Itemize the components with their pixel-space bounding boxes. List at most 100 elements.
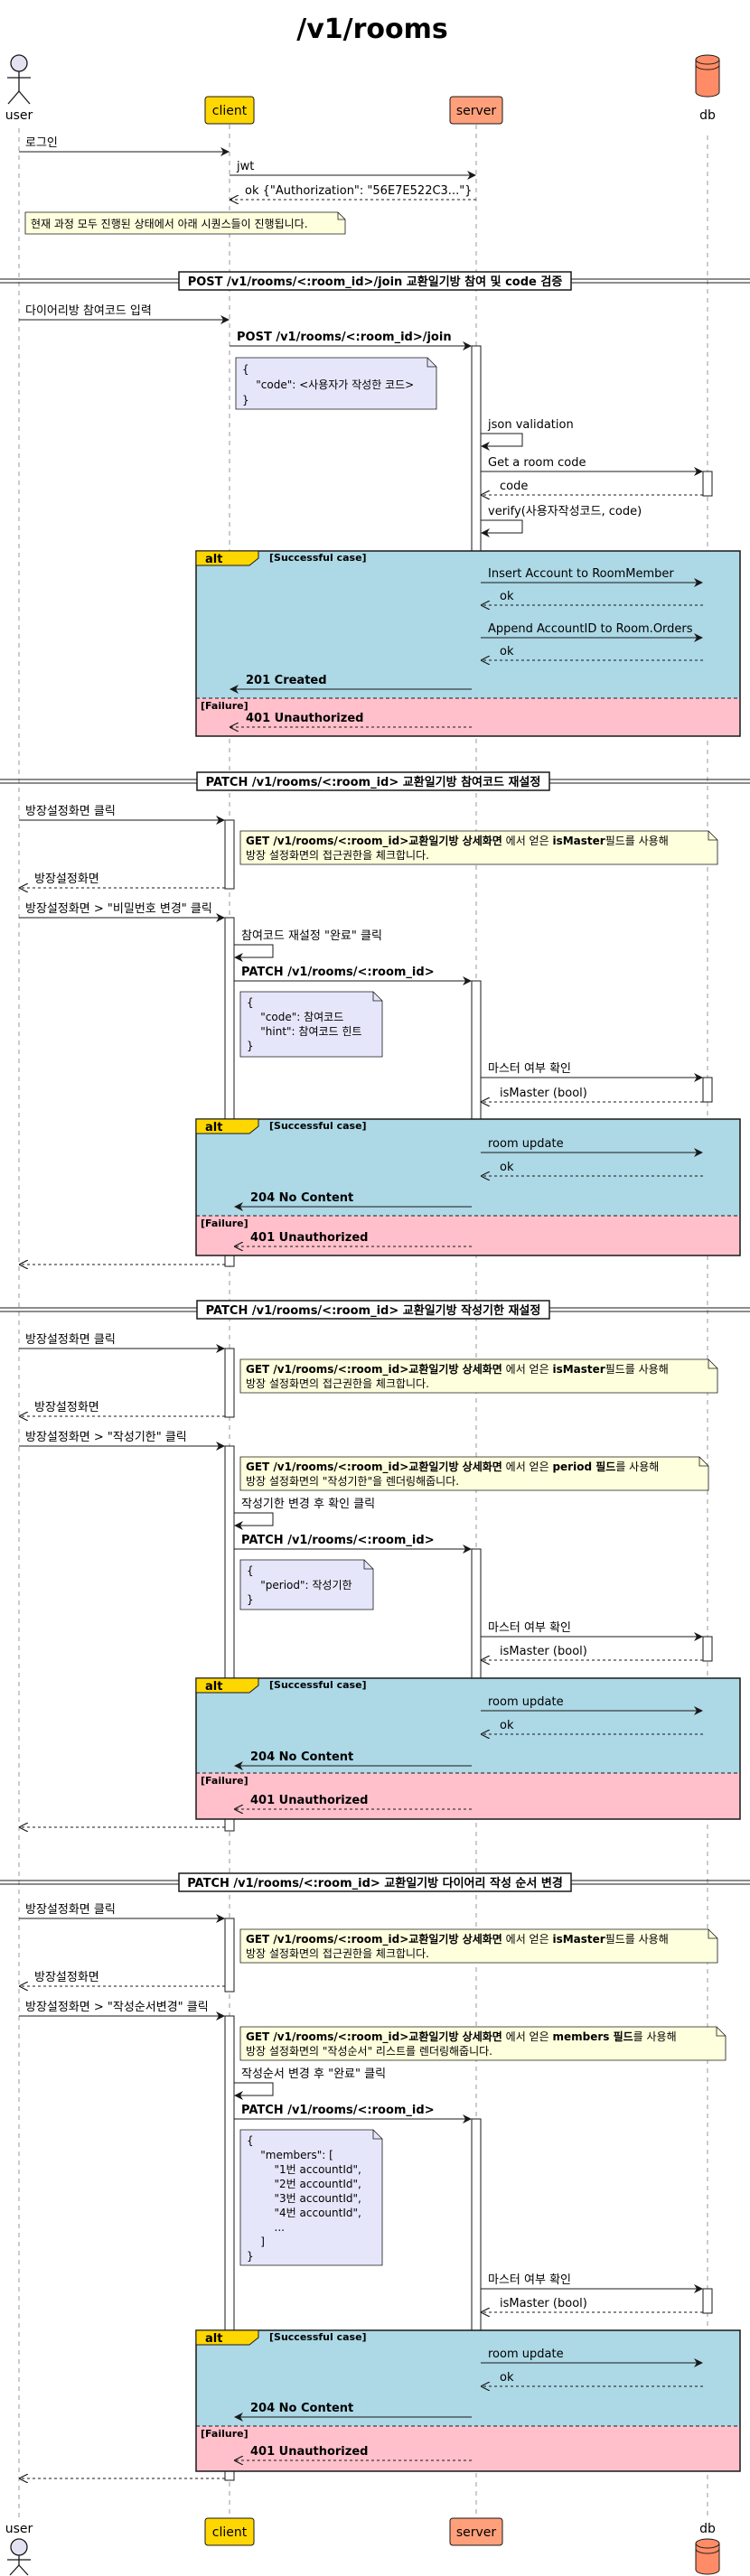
message-label: PATCH /v1/rooms/<:room_id> [241, 966, 435, 979]
message-label: 401 Unauthorized [246, 712, 363, 725]
message-label: 다이어리방 참여코드 입력 [25, 304, 152, 318]
message-label: 204 No Content [250, 1191, 353, 1205]
participant-label: db [699, 108, 716, 123]
alt-failure-region [196, 2426, 740, 2471]
activation-bar [224, 1445, 235, 1832]
message-label: 방장설정화면 [34, 873, 99, 886]
note-bold: period 필드 [552, 1460, 615, 1473]
message-label: 마스터 여부 확인 [488, 1062, 571, 1076]
note-bold: isMaster [552, 1933, 605, 1946]
activation-bar [224, 917, 235, 1267]
activation-bar [224, 1348, 235, 1418]
self-arrow [234, 944, 274, 962]
message-label: PATCH /v1/rooms/<:room_id> [241, 2104, 435, 2117]
note-box [239, 1456, 709, 1491]
note-bold: isMaster [552, 835, 605, 847]
note-box [235, 357, 437, 410]
message-label: 로그인 [25, 136, 58, 150]
participant-client-bottom: client [204, 2517, 255, 2546]
message-label: 201 Created [246, 674, 327, 687]
note-text: "hint": 참여코드 힌트 [247, 1025, 361, 1038]
participant-label: client [212, 2525, 248, 2540]
note-box [239, 2129, 383, 2266]
note-box [24, 211, 346, 235]
note-bold: GET /v1/rooms/<:room_id>교환일기방 상세화면 [246, 2030, 502, 2044]
message-label: Append AccountID to Room.Orders [488, 622, 693, 636]
separator-box [196, 771, 550, 791]
participant-db-bottom: db [695, 2522, 720, 2575]
message-label: ok {"Authorization": "56E7E522C3..."} [245, 184, 472, 198]
note-text: { [247, 996, 254, 1009]
note-text: "1번 accountId", [247, 2163, 361, 2176]
alt-tag [195, 1677, 259, 1694]
alt-keyword: alt [205, 553, 222, 566]
self-arrow [481, 433, 523, 451]
note-text: 방장 설정화면의 "작성기한"을 렌더링해줍니다. [246, 1475, 459, 1488]
actor-icon [7, 54, 31, 105]
database-icon [695, 54, 720, 98]
note-bold: GET /v1/rooms/<:room_id>교환일기방 상세화면 [246, 834, 502, 848]
message-label: 방장설정화면 클릭 [25, 1333, 116, 1347]
alt-keyword: alt [205, 1680, 222, 1694]
participant-label: user [5, 2522, 33, 2536]
participant-box [204, 96, 255, 125]
message-label: room update [488, 1695, 564, 1709]
note-plain: 를 사용해 [615, 1461, 659, 1473]
message-label: isMaster (bool) [500, 2297, 587, 2310]
alt-guard: [Failure] [201, 2428, 248, 2440]
note-text: ] [247, 2235, 265, 2248]
participant-label: server [456, 104, 497, 118]
message-label: 방장설정화면 > "작성순서변경" 클릭 [25, 2001, 209, 2014]
activation-bar [224, 1918, 235, 1993]
message-label: 204 No Content [250, 2402, 353, 2415]
alt-frame [195, 1118, 741, 1256]
separator-label: PATCH /v1/rooms/<:room_id> 교환일기방 작성기한 재설… [206, 1303, 541, 1318]
separator-label: PATCH /v1/rooms/<:room_id> 교환일기방 다이어리 작성… [187, 1876, 563, 1890]
message-label: ok [500, 2371, 514, 2385]
alt-guard: [Successful case] [269, 2331, 367, 2343]
alt-success-region [196, 1678, 740, 1773]
message-label: 방장설정화면 [34, 1971, 99, 1984]
message-label: ok [500, 1719, 514, 1732]
section-join: POST /v1/rooms/<:room_id>/join 교환일기방 참여 … [0, 271, 750, 737]
note-plain: 에서 얻은 [502, 1933, 553, 1946]
database-icon [695, 2538, 720, 2575]
note-text: "period": 작성기한 [247, 1579, 352, 1591]
participant-box [204, 2517, 255, 2546]
note-text: 방장 설정화면의 접근권한을 체크합니다. [246, 1947, 429, 1960]
section-code-reset: PATCH /v1/rooms/<:room_id> 교환일기방 참여코드 재설… [0, 771, 750, 1267]
alt-guard: [Successful case] [269, 552, 367, 564]
participant-client-top: client [204, 96, 255, 125]
note-box [239, 830, 718, 865]
message-label: 방장설정화면 > "작성기한" 클릭 [25, 1431, 187, 1444]
alt-failure-region [196, 698, 740, 736]
note-text: "code": 참여코드 [247, 1011, 343, 1023]
message-label: isMaster (bool) [500, 1645, 587, 1658]
alt-guard: [Successful case] [269, 1120, 367, 1132]
note-box [239, 1928, 718, 1964]
message-label: 방장설정화면 [34, 1401, 99, 1414]
alt-failure-region [196, 1773, 740, 1819]
alt-keyword: alt [205, 1121, 222, 1134]
alt-tag [195, 1118, 259, 1134]
message-label: json validation [487, 418, 574, 432]
note-text: GET /v1/rooms/<:room_id>교환일기방 상세화면 에서 얻은… [246, 1932, 669, 1946]
message-label: room update [488, 2347, 564, 2361]
message-label: PATCH /v1/rooms/<:room_id> [241, 1534, 435, 1547]
note-text: GET /v1/rooms/<:room_id>교환일기방 상세화면 에서 얻은… [246, 1460, 659, 1474]
alt-frame [195, 550, 741, 737]
participant-label: client [212, 104, 248, 118]
note-text: } [242, 394, 249, 406]
message-label: 401 Unauthorized [250, 1231, 368, 1245]
section-order-change: PATCH /v1/rooms/<:room_id> 교환일기방 다이어리 작성… [0, 1872, 750, 2480]
message-label: 401 Unauthorized [250, 1794, 368, 1807]
participant-box [449, 96, 503, 125]
participant-user-bottom: user [5, 2522, 33, 2576]
alt-frame [195, 1677, 741, 1820]
note-text: } [247, 1593, 254, 1606]
message-label: 방장설정화면 클릭 [25, 805, 116, 818]
separator-box [178, 1872, 572, 1892]
message-label: 401 Unauthorized [250, 2445, 368, 2459]
participant-label: db [699, 2522, 716, 2536]
note-bold: isMaster [552, 1363, 605, 1376]
